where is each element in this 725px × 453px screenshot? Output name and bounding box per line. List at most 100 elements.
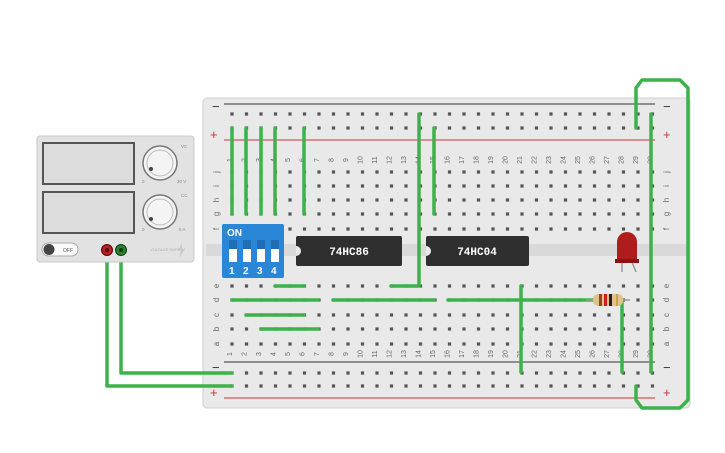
rail-hole-0-2[interactable] [259, 112, 263, 116]
rail-hole-0-25[interactable] [592, 112, 597, 116]
rail-hole-2-5[interactable] [302, 371, 307, 375]
rail-hole-3-29[interactable] [650, 384, 655, 388]
hole-c15[interactable] [433, 313, 437, 317]
chip-74hc86[interactable]: 74HC86 [296, 236, 402, 266]
hole-j9[interactable] [346, 170, 350, 174]
rail-hole-1-11[interactable] [389, 126, 394, 130]
hole-h26[interactable] [592, 198, 597, 202]
hole-e1[interactable] [230, 284, 234, 288]
hole-e29[interactable] [636, 284, 640, 288]
hole-i17[interactable] [462, 184, 466, 188]
hole-j12[interactable] [389, 170, 394, 174]
hole-a14[interactable] [418, 342, 423, 346]
rail-hole-3-14[interactable] [433, 384, 437, 388]
hole-i25[interactable] [578, 184, 582, 188]
rail-hole-2-24[interactable] [578, 371, 582, 375]
hole-e7[interactable] [317, 284, 321, 288]
hole-b26[interactable] [592, 327, 597, 331]
hole-i10[interactable] [360, 184, 365, 188]
hole-b16[interactable] [447, 327, 452, 331]
rail-hole-2-29[interactable] [650, 371, 655, 375]
rail-hole-3-21[interactable] [534, 384, 539, 388]
hole-b14[interactable] [418, 327, 423, 331]
rail-hole-3-7[interactable] [331, 384, 336, 388]
hole-i18[interactable] [476, 184, 481, 188]
hole-i11[interactable] [375, 184, 379, 188]
hole-b19[interactable] [491, 327, 495, 331]
hole-a16[interactable] [447, 342, 452, 346]
rail-hole-2-13[interactable] [418, 371, 423, 375]
hole-h25[interactable] [578, 198, 582, 202]
rail-hole-2-19[interactable] [505, 371, 510, 375]
hole-h23[interactable] [549, 198, 553, 202]
rail-hole-1-25[interactable] [592, 126, 597, 130]
led[interactable] [615, 232, 639, 273]
hole-i29[interactable] [636, 184, 640, 188]
rail-hole-2-15[interactable] [447, 371, 452, 375]
hole-j26[interactable] [592, 170, 597, 174]
hole-a13[interactable] [404, 342, 408, 346]
hole-j7[interactable] [317, 170, 321, 174]
hole-c12[interactable] [389, 313, 394, 317]
hole-f16[interactable] [447, 227, 452, 231]
hole-e8[interactable] [331, 284, 336, 288]
hole-f28[interactable] [621, 227, 626, 231]
rail-hole-3-18[interactable] [491, 384, 495, 388]
rail-hole-1-28[interactable] [636, 126, 640, 130]
hole-a1[interactable] [230, 342, 234, 346]
rail-hole-2-11[interactable] [389, 371, 394, 375]
hole-c14[interactable] [418, 313, 423, 317]
rail-hole-2-8[interactable] [346, 371, 350, 375]
hole-i23[interactable] [549, 184, 553, 188]
rail-hole-1-9[interactable] [360, 126, 365, 130]
hole-g22[interactable] [534, 212, 539, 216]
hole-j27[interactable] [607, 170, 611, 174]
hole-h9[interactable] [346, 198, 350, 202]
wires[interactable] [105, 78, 690, 410]
hole-b18[interactable] [476, 327, 481, 331]
rail-hole-2-3[interactable] [273, 371, 278, 375]
rail-hole-0-17[interactable] [476, 112, 481, 116]
hole-j8[interactable] [331, 170, 336, 174]
rail-hole-3-5[interactable] [302, 384, 307, 388]
hole-a20[interactable] [505, 342, 510, 346]
rail-hole-1-17[interactable] [476, 126, 481, 130]
hole-h12[interactable] [389, 198, 394, 202]
rail-hole-3-1[interactable] [244, 384, 249, 388]
hole-j20[interactable] [505, 170, 510, 174]
hole-e3[interactable] [259, 284, 263, 288]
dip-switch-toggle-2[interactable] [243, 240, 251, 262]
hole-b22[interactable] [534, 327, 539, 331]
hole-f17[interactable] [462, 227, 466, 231]
hole-g16[interactable] [447, 212, 452, 216]
hole-h24[interactable] [563, 198, 568, 202]
hole-f23[interactable] [549, 227, 553, 231]
rail-hole-2-27[interactable] [621, 371, 626, 375]
rail-hole-3-23[interactable] [563, 384, 568, 388]
hole-f20[interactable] [505, 227, 510, 231]
hole-e17[interactable] [462, 284, 466, 288]
power-supply[interactable]: VC 30 V 0 CC 5 A 0 OFF VOLTAGE SUPPLY [36, 135, 195, 263]
rail-hole-0-1[interactable] [244, 112, 249, 116]
hole-c27[interactable] [607, 313, 611, 317]
hole-j13[interactable] [404, 170, 408, 174]
rail-hole-0-22[interactable] [549, 112, 553, 116]
hole-c26[interactable] [592, 313, 597, 317]
hole-h27[interactable] [607, 198, 611, 202]
hole-j19[interactable] [491, 170, 495, 174]
hole-a17[interactable] [462, 342, 466, 346]
hole-g26[interactable] [592, 212, 597, 216]
hole-c23[interactable] [549, 313, 553, 317]
hole-b12[interactable] [389, 327, 394, 331]
rail-hole-1-20[interactable] [520, 126, 524, 130]
rail-hole-0-28[interactable] [636, 112, 640, 116]
hole-g18[interactable] [476, 212, 481, 216]
hole-g24[interactable] [563, 212, 568, 216]
hole-e26[interactable] [592, 284, 597, 288]
hole-a25[interactable] [578, 342, 582, 346]
hole-f8[interactable] [331, 227, 336, 231]
hole-f12[interactable] [389, 227, 394, 231]
dip-switch-toggle-4[interactable] [271, 240, 279, 262]
hole-j23[interactable] [549, 170, 553, 174]
hole-b9[interactable] [346, 327, 350, 331]
